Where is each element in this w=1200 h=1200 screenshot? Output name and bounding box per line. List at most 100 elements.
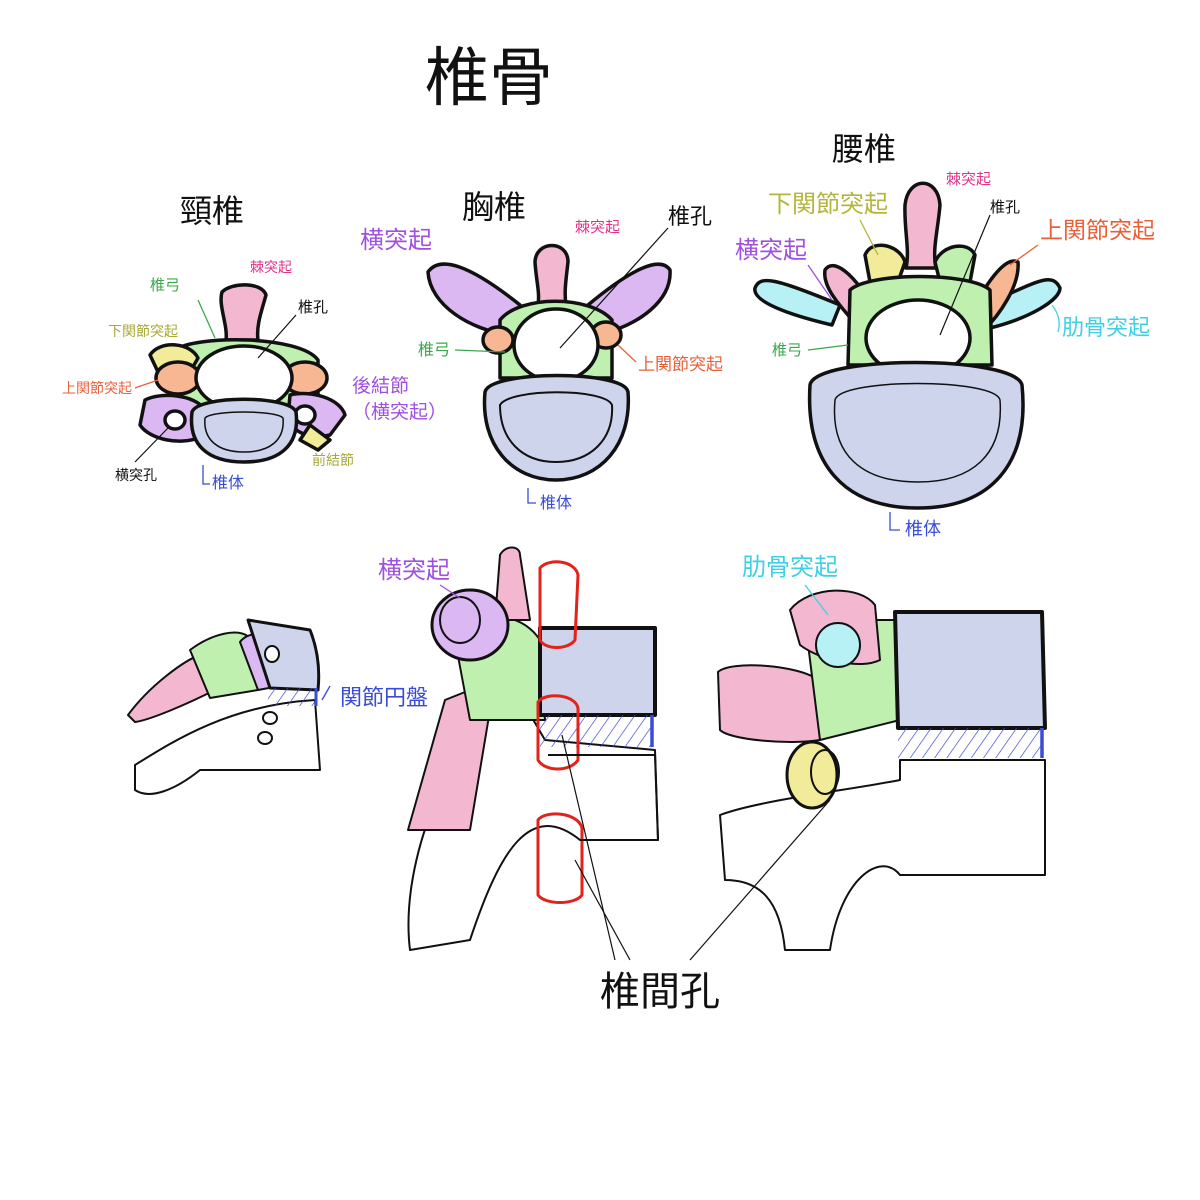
thoracic-lateral-transverse-inner [439, 596, 481, 644]
lumbar-lateral-labels: 肋骨突起 [742, 553, 838, 616]
lumbar-inferior-facet-label: 下関節突起 [768, 190, 888, 218]
thoracic-lateral-body [538, 626, 657, 717]
thoracic-body-label: 椎体 [540, 493, 572, 512]
lumbar-superior-facet-leader [1009, 244, 1039, 266]
thoracic-superior-facet-label: 上関節突起 [638, 355, 723, 375]
lumbar-costal-label: 肋骨突起 [1062, 316, 1150, 341]
lateral-disc-label-group: 関節円盤 [321, 685, 428, 711]
thoracic-labels: 胸椎 横突起 棘突起 椎孔 椎弓 上関節突起 椎体 [360, 188, 723, 512]
thoracic-arch-leader [454, 349, 506, 353]
lumbar-heading: 腰椎 [832, 130, 896, 168]
cervical-transverse-foramen-left [163, 409, 187, 431]
thoracic-lateral-foramen-1 [538, 560, 580, 649]
thoracic-lateral-foramen-3 [536, 812, 584, 904]
cervical-lateral-foramen-2 [257, 731, 273, 745]
cervical-heading: 頸椎 [180, 192, 244, 230]
thoracic-body-rim [499, 391, 614, 463]
cervical-lateral-facet-hole [264, 645, 280, 663]
thoracic-lateral-spinous-top [494, 546, 531, 621]
lumbar-arch-leader [807, 344, 849, 351]
cervical-spinous-label: 棘突起 [250, 260, 292, 276]
cervical-lateral [127, 618, 321, 795]
thoracic-lateral-transverse [430, 588, 510, 662]
lateral-disc-leader [321, 685, 331, 701]
lumbar-lateral-costal [815, 622, 861, 668]
cervical-anterior-tubercle [298, 423, 332, 452]
cervical-superior-facet-leader [134, 379, 159, 389]
cervical-lateral-foramen-1 [262, 711, 278, 725]
thoracic-arch-label: 椎弓 [418, 340, 450, 359]
cervical-vertebra-top [138, 283, 347, 464]
thoracic-lateral-lower-body-outline [548, 754, 659, 841]
cervical-body-label: 椎体 [212, 473, 244, 492]
thoracic-spinous-label: 棘突起 [575, 218, 620, 236]
lumbar-labels: 腰椎 棘突起 下関節突起 椎孔 横突起 上関節突起 椎弓 肋骨突起 椎体 [735, 130, 1155, 540]
cervical-foramen-label: 椎孔 [298, 298, 328, 316]
lumbar-costal-left [753, 278, 842, 327]
lumbar-lateral-lower-bone [719, 759, 1046, 951]
lumbar-arch-label: 椎弓 [772, 341, 802, 359]
lumbar-lateral-body [893, 610, 1047, 730]
lumbar-body-label: 椎体 [905, 519, 941, 540]
thoracic-superior-facet-left [481, 325, 515, 355]
cervical-transverse-foramen-leader [134, 427, 169, 463]
lumbar-transverse-label: 横突起 [735, 236, 807, 264]
intervertebral-foramen-label: 椎間孔 [600, 969, 720, 1015]
intervertebral-leader-1 [561, 734, 616, 961]
cervical-inferior-facet-label: 下関節突起 [108, 323, 178, 340]
thoracic-foramen-label: 椎孔 [668, 205, 712, 230]
cervical-spinous-process [219, 283, 268, 342]
cervical-body-leader [202, 465, 210, 485]
thoracic-vertebra-top [426, 243, 672, 482]
lumbar-inferior-facet-left [863, 243, 907, 284]
lateral-costal-label: 肋骨突起 [742, 553, 838, 581]
lumbar-superior-facet-label: 上関節突起 [1040, 218, 1155, 244]
cervical-superior-facet-left [154, 360, 202, 396]
cervical-body-rim [204, 411, 284, 453]
intervertebral-foramen-group: 椎間孔 [561, 734, 831, 1015]
lateral-transverse-label: 横突起 [378, 556, 450, 584]
lumbar-costal-leader [1051, 304, 1060, 333]
lumbar-lateral-disc [898, 728, 1042, 758]
cervical-posterior-tubercle-sublabel: （横突起） [352, 401, 447, 423]
thoracic-body [482, 373, 631, 482]
thoracic-transverse-label: 横突起 [360, 226, 432, 254]
lumbar-foramen-label: 椎孔 [990, 198, 1020, 216]
lateral-costal-leader [804, 584, 829, 616]
lumbar-lateral-facet-inner [810, 749, 840, 795]
cervical-arch-label: 椎弓 [150, 276, 180, 294]
thoracic-foramen-leader [559, 227, 669, 349]
cervical-lateral-body [246, 618, 321, 692]
lumbar-foramen-leader [939, 214, 991, 336]
thoracic-lateral-labels: 横突起 [378, 556, 461, 599]
cervical-posterior-tubercle-label: 後結節 [352, 375, 409, 397]
lumbar-spinous-label: 棘突起 [946, 170, 991, 188]
lumbar-lateral [717, 589, 1047, 951]
page-title: 椎骨 [425, 42, 553, 116]
thoracic-heading: 胸椎 [462, 188, 526, 226]
lumbar-transverse-leader [807, 264, 833, 301]
cervical-foramen-leader [257, 314, 297, 359]
lumbar-body [807, 360, 1025, 510]
lumbar-inferior-facet-leader [859, 219, 879, 256]
thoracic-spinous-process [533, 243, 570, 307]
cervical-superior-facet-label: 上関節突起 [62, 380, 132, 397]
cervical-transverse-foramen-label: 横突孔 [115, 468, 157, 484]
cervical-anterior-tubercle-label: 前結節 [312, 452, 354, 469]
thoracic-lateral-foramen-2 [536, 694, 580, 771]
thoracic-lateral-disc [540, 715, 652, 747]
cervical-arch-leader [197, 299, 216, 339]
lumbar-vertebra-top [753, 181, 1062, 510]
thoracic-body-leader [527, 488, 536, 504]
intervertebral-leader-2 [574, 859, 631, 961]
thoracic-lateral [407, 546, 659, 951]
lumbar-inferior-facet-right [933, 244, 977, 284]
cervical-labels: 頸椎 棘突起 椎弓 下関節突起 上関節突起 椎孔 後結節 （横突起） 前結節 横… [62, 192, 447, 492]
lumbar-lateral-spinous [717, 664, 821, 743]
thoracic-superior-facet-leader [617, 344, 637, 363]
lumbar-costal-right [983, 278, 1062, 330]
lateral-disc-label: 関節円盤 [340, 686, 428, 711]
lateral-transverse-leader [439, 584, 461, 599]
lumbar-body-leader [889, 512, 900, 531]
